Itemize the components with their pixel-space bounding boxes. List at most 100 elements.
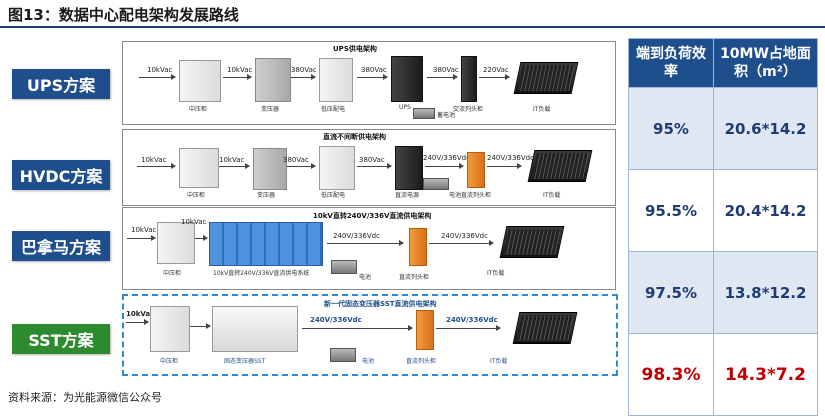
flow-arrow [190,323,211,329]
voltage-label: 10kVac [141,156,167,164]
voltage-label: 380Vac [433,66,459,74]
component-label: 交流列头柜 [453,106,484,113]
header-area: 10MW占地面积（m²） [713,38,818,88]
voltage-label: 240V/336Vdc [333,232,380,240]
mv-switchgear-icon [179,148,219,188]
flow-arrow [302,325,413,331]
scheme-label-panama: 巴拿马方案 [12,231,110,261]
panel-title: 10kV直转240V/336V直流供电架构 [313,212,432,220]
component-label: 10kV直转240V/336V直流供电系统 [213,270,310,277]
voltage-label: 10kVac [147,66,173,74]
scheme-label-ups: UPS方案 [12,69,110,99]
server-rack-icon [512,312,578,344]
scheme-label-sst: SST方案 [12,324,110,354]
flow-arrow [479,74,510,80]
table-row: 97.5% 13.8*12.2 [628,251,818,334]
dc-power-supply-icon [395,146,423,190]
table-row: 95.5% 20.4*14.2 [628,169,818,252]
flow-arrow [137,163,176,169]
component-label: 低压配电 [321,106,346,113]
flow-arrow [357,74,388,80]
transformer-icon [253,148,287,190]
efficiency-cell: 98.3% [628,333,714,416]
flow-arrow [429,240,494,246]
efficiency-table: 端到负荷效率 10MW占地面积（m²） 95% 20.6*14.2 95.5% … [628,38,818,416]
dc-column-cabinet-icon [416,310,434,350]
server-rack-icon [499,226,565,258]
mv-switchgear-icon [179,60,221,102]
header-efficiency: 端到负荷效率 [628,38,714,88]
panel-sst: 新一代固态变压器SST直流供电架构 10kVac 中压柜 固态变压器SST 24… [122,294,618,376]
source-note: 资料来源：为光能源微信公众号 [8,391,162,404]
dc-column-cabinet-icon [409,228,427,266]
component-label: IT负载 [487,270,505,277]
flow-arrow [427,74,458,80]
voltage-label: 380Vac [291,66,317,74]
component-label: 中压柜 [189,106,208,113]
flow-arrow [219,163,250,169]
efficiency-cell: 95% [628,87,714,170]
panel-title: UPS供电架构 [333,45,377,53]
voltage-label: 240V/336Vdc [310,316,362,324]
server-rack-icon [527,150,593,182]
flow-arrow [487,163,522,169]
flow-arrow [195,235,208,241]
component-label: 中压柜 [163,270,182,277]
mv-switchgear-icon [157,222,195,264]
component-label: 直流列头柜 [461,192,492,199]
battery-icon [423,178,449,190]
panel-title: 新一代固态变压器SST直流供电架构 [324,300,437,308]
voltage-label: 10kVac [227,66,253,74]
component-label: IT负载 [543,192,561,199]
panel-title: 直流不间断供电架构 [323,133,386,141]
flow-arrow [327,240,404,246]
battery-icon [331,260,357,274]
area-cell: 13.8*12.2 [713,251,818,334]
panel-hvdc: 直流不间断供电架构 10kVac 中压柜 10kVac 变压器 380Vac 低… [122,129,616,206]
sst-transformer-icon [212,306,298,352]
component-label: IT负载 [533,106,551,113]
flow-arrow [291,74,316,80]
component-label: 直流列头柜 [406,358,437,365]
voltage-label: 240V/336Vdc [423,154,470,162]
table-row: 98.3% 14.3*7.2 [628,333,818,416]
flow-arrow [287,163,316,169]
component-label: 电池 [362,358,375,365]
flow-arrow [139,74,176,80]
component-label: 固态变压器SST [224,358,266,365]
flow-arrow [436,325,501,331]
voltage-label: 240V/336Vdc [446,316,498,324]
voltage-label: 380Vac [359,156,385,164]
lv-distribution-icon [319,146,355,190]
area-cell: 20.4*14.2 [713,169,818,252]
voltage-label: 220Vac [483,66,509,74]
panel-panama: 10kV直转240V/336V直流供电架构 10kVac 中压柜 10kVac … [122,207,616,290]
server-rack-icon [513,62,579,94]
component-label: 蓄电池 [437,112,456,119]
voltage-label: 380Vac [361,66,387,74]
lv-distribution-icon [319,58,353,102]
component-label: 变压器 [261,106,280,113]
table-header-row: 端到负荷效率 10MW占地面积（m²） [628,38,818,88]
component-label: UPS [399,104,411,111]
transformer-icon [255,58,291,102]
flow-arrow [357,163,392,169]
component-label: 电池 [449,192,462,199]
scheme-label-hvdc: HVDC方案 [12,160,110,190]
ups-icon [391,56,423,102]
voltage-label: 10kVac [126,310,155,318]
component-label: 低压配电 [321,192,346,199]
flow-arrow [127,235,156,241]
voltage-label: 10kVac [131,226,157,234]
efficiency-cell: 97.5% [628,251,714,334]
dc-column-cabinet-icon [467,152,485,188]
component-label: 电池 [359,274,372,281]
table-row: 95% 20.6*14.2 [628,87,818,170]
component-label: 变压器 [257,192,276,199]
voltage-label: 240V/336Vdc [441,232,488,240]
component-label: 中压柜 [160,358,179,365]
component-label: 直流列头柜 [399,274,430,281]
component-label: IT负载 [490,358,508,365]
flow-arrow [223,74,252,80]
voltage-label: 240V/336Vdc [487,154,534,162]
